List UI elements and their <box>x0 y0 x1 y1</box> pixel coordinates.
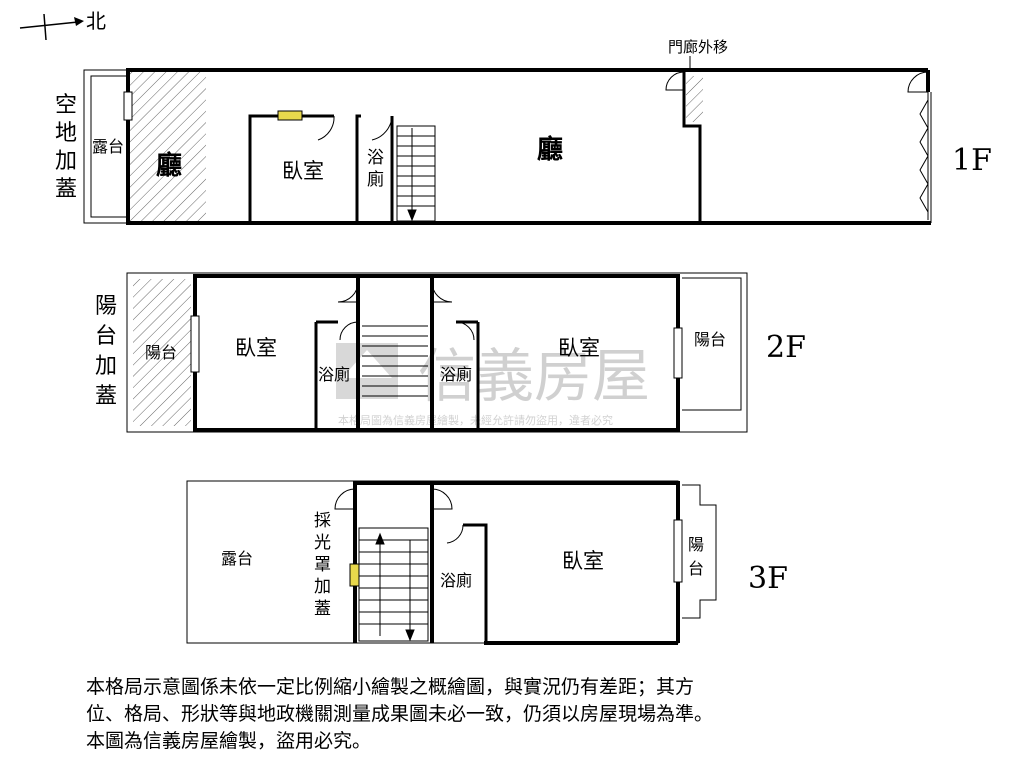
watermark-notice: 本格局圖為信義房屋繪製，未經允許請勿盜用，違者必究 <box>338 413 613 427</box>
floor3-bath-door-swing <box>446 524 464 544</box>
floor1-porch-note: 門廊外移 <box>668 38 728 56</box>
floor3-bath-label: 浴廁 <box>440 571 472 590</box>
floor1-bedroom-wall <box>248 114 334 223</box>
floor2-side-label: 陽 台 加 蓋 <box>95 294 124 409</box>
floor-1-plan: 空 地 加 蓋 露台 廳 臥室 浴 廁 廳 門廊外移 1F <box>55 38 992 225</box>
floor2-main-walls <box>193 274 680 432</box>
floor3-balcony-label: 陽 台 <box>688 535 709 578</box>
disclaimer-notes: 本格局示意圖係未依一定比例縮小繪製之概繪圖，與實況仍有差距；其方 位、格局、形狀… <box>86 674 946 755</box>
floor1-window <box>123 91 133 121</box>
watermark: 信義房屋 本格局圖為信義房屋繪製，未經允許請勿盜用，違者必究 <box>336 342 650 427</box>
floor2-bath-right-door <box>455 321 475 341</box>
floor3-main-walls <box>353 481 680 645</box>
floor1-bedroom-door-swing <box>317 115 335 141</box>
floor2-right-window <box>673 327 683 379</box>
disclaimer-line: 本圖為信義房屋繪製，盜用必究。 <box>86 730 372 752</box>
floor1-porch-wall <box>682 70 702 223</box>
compass-arrow-shaft <box>19 21 79 29</box>
floor2-hatched-balcony <box>133 279 191 426</box>
floor2-stairs <box>362 325 428 397</box>
floor1-bedroom-label: 臥室 <box>282 159 324 183</box>
floor1-terrace-label: 露台 <box>92 137 124 156</box>
floor1-hall-main-label: 廳 <box>537 134 563 165</box>
floor1-shutter <box>919 92 929 220</box>
floor3-bath-walls <box>463 523 488 643</box>
disclaimer-line: 本格局示意圖係未依一定比例縮小繪製之概繪圖，與實況仍有差距；其方 <box>86 676 695 698</box>
floor1-hatched-hall <box>130 72 206 221</box>
floor3-right-door-swing <box>431 488 453 510</box>
floor1-hall-left-label: 廳 <box>156 150 182 181</box>
floor-3-plan: 露台 採 光 罩 加 蓋 浴廁 臥室 陽 台 3F <box>186 480 788 645</box>
compass-cross-line <box>43 13 47 41</box>
floor3-level-label: 3F <box>748 561 788 596</box>
compass: 北 <box>19 9 106 41</box>
floor3-stairs <box>358 527 429 642</box>
floor2-level-label: 2F <box>766 330 806 365</box>
floor2-bedroom-right-label: 臥室 <box>558 336 600 360</box>
floor2-left-window <box>190 315 200 373</box>
watermark-logo <box>336 343 398 399</box>
floor3-bedroom-label: 臥室 <box>562 549 604 573</box>
floor1-bedroom-window <box>277 110 303 121</box>
floor1-porch-hatch <box>686 76 703 122</box>
floor1-porch-door-swing <box>665 71 685 91</box>
floor1-outer-wall <box>126 68 931 225</box>
floor1-bath-door-swing <box>371 115 393 141</box>
floor3-balcony <box>682 484 717 619</box>
floor2-right-balcony <box>682 277 742 411</box>
floor2-bath-left-label: 浴廁 <box>318 365 350 384</box>
floor2-left-door-swing <box>337 281 359 303</box>
floor2-bath-left-door <box>339 321 359 341</box>
floor2-bedroom-left-label: 臥室 <box>235 336 277 360</box>
floor-2-plan: 陽 台 加 蓋 陽台 臥室 浴廁 浴廁 臥室 陽台 2F <box>95 272 806 433</box>
floor3-window <box>673 519 683 583</box>
floor2-bath-walls <box>314 320 480 430</box>
floor2-balcony-left-label: 陽台 <box>145 343 177 362</box>
floor1-stairs <box>396 125 436 222</box>
floor2-right-door-swing <box>431 281 453 303</box>
watermark-logo-roof <box>342 350 392 378</box>
watermark-brand: 信義房屋 <box>418 342 650 410</box>
floor2-balcony-right-label: 陽台 <box>694 330 726 349</box>
floor3-skylight-label: 採 光 罩 加 蓋 <box>314 511 336 619</box>
floor3-skylight-window <box>349 563 360 587</box>
floor1-side-label: 空 地 加 蓋 <box>55 93 84 202</box>
disclaimer-line: 位、格局、形狀等與地政機關測量成果圖未必一致，仍須以房屋現場為準。 <box>86 703 714 725</box>
floor3-left-door-swing <box>334 488 356 510</box>
floor1-bath-label: 浴 廁 <box>367 148 389 190</box>
floor2-bath-right-label: 浴廁 <box>440 365 472 384</box>
floor1-level-label: 1F <box>952 143 992 178</box>
floor1-bath-walls <box>355 114 394 223</box>
floor1-front-door-swing <box>907 71 929 93</box>
compass-arrow-head <box>74 17 84 26</box>
compass-north-label: 北 <box>86 9 106 33</box>
floor3-terrace-label: 露台 <box>221 549 253 568</box>
